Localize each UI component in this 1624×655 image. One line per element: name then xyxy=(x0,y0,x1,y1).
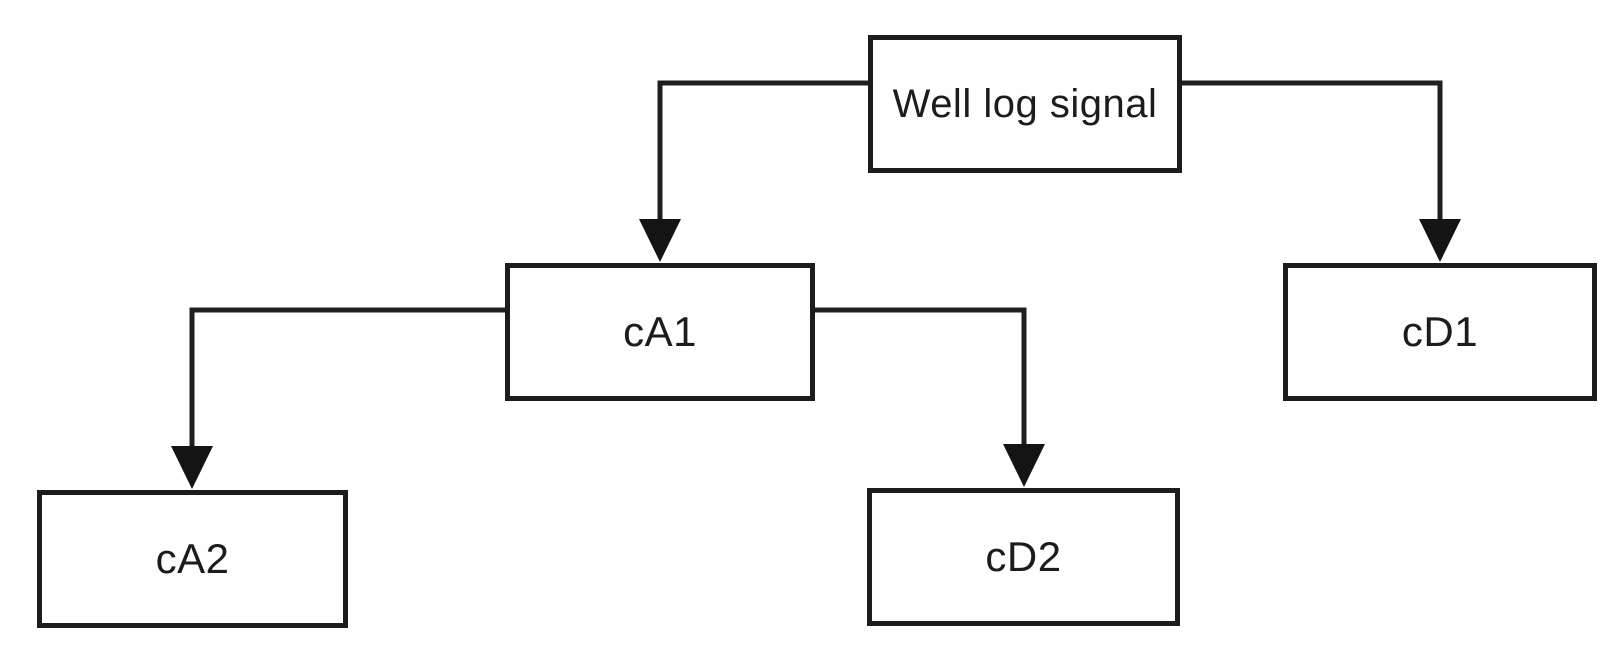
node-ca1: cA1 xyxy=(505,263,815,401)
node-well-log-signal-label: Well log signal xyxy=(892,81,1158,126)
node-ca2-label: cA2 xyxy=(155,535,230,582)
connector-root-to-ca1 xyxy=(657,80,872,224)
node-well-log-signal: Well log signal xyxy=(868,35,1182,173)
node-cd2: cD2 xyxy=(867,488,1180,626)
node-ca1-label: cA1 xyxy=(623,308,697,355)
arrowhead-root-to-ca1-icon xyxy=(639,219,681,262)
node-cd1-label: cD1 xyxy=(1401,308,1479,355)
connector-root-to-cd1 xyxy=(1178,80,1443,224)
node-ca2: cA2 xyxy=(37,490,348,628)
connector-ca1-to-cd2 xyxy=(811,307,1027,449)
connector-ca1-to-ca2 xyxy=(189,307,509,451)
arrowhead-ca1-to-ca2-icon xyxy=(171,446,213,489)
arrowhead-ca1-to-cd2-icon xyxy=(1003,444,1045,487)
node-cd2-label: cD2 xyxy=(985,533,1062,580)
node-cd1: cD1 xyxy=(1283,263,1597,401)
arrowhead-root-to-cd1-icon xyxy=(1419,219,1461,262)
